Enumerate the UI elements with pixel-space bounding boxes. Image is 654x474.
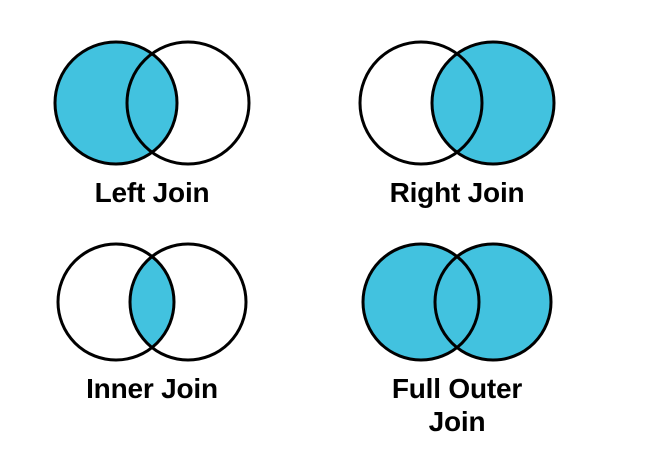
right-join-label: Right Join (389, 177, 525, 208)
venn-diagram-right-join: Right Join (357, 36, 557, 209)
full-outer-join-right-circle-outline (433, 242, 553, 362)
left-join-right-circle-outline (125, 40, 251, 166)
right-join-left-circle-outline (358, 40, 484, 166)
left-join-venn-figure (53, 40, 251, 166)
full-outer-join-right-circle-fill (435, 244, 551, 360)
inner-join-label: Inner Join (86, 373, 218, 404)
inner-join-intersection-fill (130, 244, 174, 360)
right-join-right-circle-outline (430, 40, 556, 166)
inner-join-right-circle-outline (128, 242, 248, 362)
venn-diagram-left-join: Left Join (52, 36, 252, 209)
inner-join-venn-figure (56, 242, 248, 362)
left-join-left-circle-outline (53, 40, 179, 166)
left-join-intersection-fill (127, 42, 177, 164)
right-join-venn-figure (358, 40, 556, 166)
left-join-label: Left Join (94, 177, 210, 208)
full-outer-join-left-circle-outline (361, 242, 481, 362)
full-outer-join-label: Full Outer Join (391, 373, 523, 438)
right-join-intersection-fill (432, 42, 482, 164)
venn-diagram-full-outer-join: Full Outer Join (357, 238, 557, 438)
full-outer-join-venn-figure (361, 242, 553, 362)
venn-diagram-inner-join: Inner Join (52, 238, 252, 405)
inner-join-left-circle-outline (56, 242, 176, 362)
